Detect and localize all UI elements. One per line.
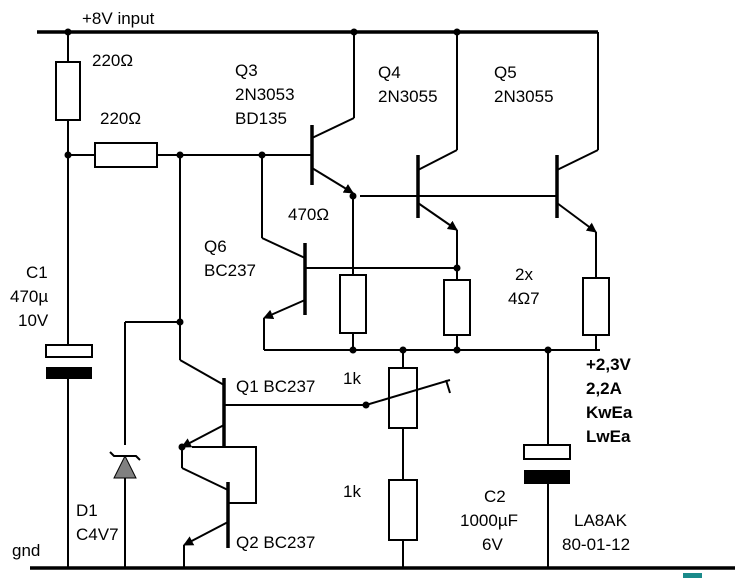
wire [192,446,257,504]
author-label: LA8AK [574,511,628,530]
q2-label: Q2 BC237 [236,533,315,552]
r-power-label-value: 4Ω7 [508,289,540,308]
top-rail-label: +8V input [82,9,155,28]
corner-mark [683,573,702,578]
q3-label-alt: BD135 [235,109,287,128]
q6-label-type: BC237 [204,261,256,280]
q4-emitter [417,202,458,231]
q4-label-name: Q4 [378,63,401,82]
d1-label-type: C4V7 [76,525,119,544]
resistor-220-mid [94,142,158,168]
resistor-4r7-b [582,277,610,336]
pot-wiper-tick [445,379,451,394]
q5-collector [556,149,599,171]
r-bottom-label: 1k [343,482,361,501]
q3-label-type: 2N3053 [235,85,295,104]
c2-label-name: C2 [484,487,506,506]
zener-diode [113,454,137,479]
output-note-1: KwEa [586,403,633,422]
zener-bar [109,451,141,461]
q5-emitter [556,202,597,233]
q1-label: Q1 BC237 [236,377,315,396]
date-label: 80-01-12 [562,535,630,554]
q5-label-name: Q5 [494,63,517,82]
q4-label-type: 2N3055 [378,87,438,106]
d1-label-name: D1 [76,501,98,520]
q2-emitter [183,521,229,546]
ground-label: gnd [12,541,40,560]
c1-label-voltage: 10V [18,311,49,330]
capacitor-c1-bottom-plate [46,367,92,379]
pot-label: 1k [343,369,361,388]
q3-collector [311,117,355,139]
wire [181,467,229,491]
c2-label-voltage: 6V [482,535,503,554]
c2-label-value: 1000µF [460,511,518,530]
output-current: 2,2A [586,379,622,398]
r-emitter-label: 470Ω [288,205,329,224]
r-top-label: 220Ω [92,51,133,70]
capacitor-c1-top-plate [45,344,93,358]
q6-collector [261,237,306,259]
resistor-1k-bottom [388,479,418,541]
q5-label-type: 2N3055 [494,87,554,106]
q4-collector [417,149,458,171]
output-note-2: LwEa [586,427,631,446]
q6-label-name: Q6 [204,237,227,256]
resistor-470 [339,274,367,334]
r-power-label-count: 2x [515,265,533,284]
potentiometer-1k [388,367,418,429]
pot-wiper [365,379,451,406]
resistor-220-top [55,61,81,121]
q3-label-name: Q3 [235,61,258,80]
junction-dots [64,28,552,451]
q1-emitter [181,424,225,448]
q6-emitter [263,299,306,319]
capacitor-c2-bottom-plate [524,470,570,484]
wire [179,359,225,386]
resistor-4r7-a [443,279,471,336]
capacitor-c2-top-plate [523,444,571,460]
c1-label-name: C1 [26,263,48,282]
c1-label-value: 470µ [10,287,48,306]
q3-emitter [311,167,354,194]
r-mid-label: 220Ω [100,109,141,128]
output-voltage: +2,3V [586,355,632,374]
